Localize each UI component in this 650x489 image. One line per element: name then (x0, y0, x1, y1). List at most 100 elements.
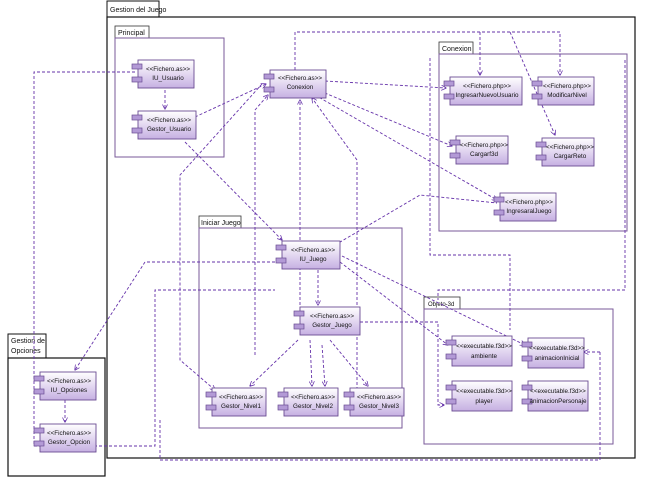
component-conexion[interactable]: <<Fichero.as>> Conexion (263, 69, 327, 99)
component-body (281, 240, 341, 270)
component-name: Conexion (287, 84, 314, 91)
component-tab (131, 114, 143, 121)
component-tab (205, 391, 217, 398)
dependency-line (321, 344, 325, 386)
component-tab (535, 154, 547, 161)
component-stereotype: <<executable.f3d>> (456, 388, 512, 395)
component-gestor-usuario[interactable]: <<Fichero.as>> Gestor_Usuario (131, 110, 197, 140)
component-body (537, 76, 595, 106)
component-tab (445, 384, 457, 391)
component-tab (277, 391, 289, 398)
component-name: animacionInicial (535, 355, 580, 362)
component-cargar-reto[interactable]: <<Fichero.php>> CargarReto (535, 137, 595, 167)
component-stereotype: <<Fichero.as>> (219, 394, 263, 401)
dependency-line (319, 90, 452, 146)
package-gestion-del-juego: Gestion del Juego (106, 0, 636, 459)
component-iu-usuario[interactable]: <<Fichero.as>> IU_Usuario (131, 59, 195, 89)
component-ambiente[interactable]: <<executable.f3d>> ambiente (445, 335, 513, 367)
dependency-line (250, 339, 299, 386)
component-ingresar-nuevo-usuario[interactable]: <<Fichero.php>> IngresarNuevoUsuario (443, 76, 523, 106)
component-cargar-f3d[interactable]: <<Fichero.php>> Cargarf3d (449, 135, 509, 165)
component-tab (445, 353, 457, 360)
package-label: Gestion de (11, 338, 45, 345)
component-body (299, 306, 361, 336)
component-name: IngresaralJuego (506, 208, 552, 215)
component-tab (343, 391, 355, 398)
component-body (137, 59, 195, 89)
dependency-line (339, 261, 448, 345)
component-tab (449, 152, 461, 159)
component-tab (443, 93, 455, 100)
component-gestor-nivel2[interactable]: <<Fichero.as>> Gestor_Nivel2 (277, 387, 339, 417)
package-label: Objeto-3d (428, 302, 454, 308)
dependency-line (314, 94, 497, 200)
dependency-line (194, 84, 266, 118)
component-tab (531, 93, 543, 100)
component-animacion-personaje[interactable]: <<executable.f3d>> animacionPersonaje (521, 380, 589, 412)
component-tab (493, 196, 505, 203)
component-body (527, 380, 589, 412)
dependency-line (254, 95, 268, 355)
component-ingresar-al-juego[interactable]: <<Fichero.php>> IngresaralJuego (493, 192, 557, 222)
dependency-line (294, 31, 560, 75)
component-body (499, 192, 557, 222)
package-label: Conexion (442, 46, 472, 53)
component-tab (275, 257, 287, 264)
component-gestor-nivel1[interactable]: <<Fichero.as>> Gestor_Nivel1 (205, 387, 267, 417)
component-gestor-juego[interactable]: <<Fichero.as>> Gestor_Juego (293, 306, 361, 336)
component-tab (131, 127, 143, 134)
component-gestor-opcion[interactable]: <<Fichero.as>> Gestor_Opcion (33, 423, 97, 453)
package-principal: Principal (114, 25, 225, 158)
component-body (451, 380, 513, 412)
component-name: IU_Usuario (152, 75, 184, 82)
component-tab (293, 323, 305, 330)
component-body (39, 423, 97, 453)
component-animacion-inicial[interactable]: <<executable.f3d>> animacionInicial (521, 337, 585, 369)
package-label: Gestion del Juego (110, 7, 167, 14)
component-name: Gestor_Nivel2 (293, 403, 333, 410)
dependency-line (179, 83, 263, 390)
component-name: Gestor_Opcion (48, 439, 91, 446)
component-name: Cargarf3d (470, 151, 498, 158)
component-stereotype: <<Fichero.php>> (505, 199, 553, 206)
component-tab (33, 375, 45, 382)
component-name: CargarReto (554, 153, 587, 160)
component-stereotype: <<Fichero.php>> (546, 144, 594, 151)
component-player[interactable]: <<executable.f3d>> player (445, 380, 513, 412)
component-tab (521, 398, 533, 405)
component-name: Gestor_Juego (312, 322, 352, 329)
component-tab (493, 209, 505, 216)
dependencies (33, 31, 626, 461)
component-iu-juego[interactable]: <<Fichero.as>> IU_Juego (275, 240, 341, 270)
component-tab (535, 141, 547, 148)
component-stereotype: <<Fichero.php>> (543, 83, 591, 90)
component-tab (343, 404, 355, 411)
component-body (39, 371, 97, 401)
component-stereotype: <<Fichero.as>> (147, 117, 191, 124)
component-stereotype: <<Fichero.as>> (146, 66, 190, 73)
component-body (449, 76, 523, 106)
component-name: IngresarNuevoUsuario (456, 92, 519, 99)
component-iu-opciones[interactable]: <<Fichero.as>> IU_Opciones (33, 371, 97, 401)
component-name: animacionPersonaje (529, 398, 587, 405)
component-tab (33, 427, 45, 434)
component-name: ModificarNivel (547, 92, 587, 99)
component-gestor-nivel3[interactable]: <<Fichero.as>> Gestor_Nivel3 (343, 387, 405, 417)
component-stereotype: <<executable.f3d>> (530, 388, 586, 395)
component-body (541, 137, 595, 167)
component-tab (275, 244, 287, 251)
component-tab (131, 63, 143, 70)
component-stereotype: <<Fichero.as>> (310, 313, 354, 320)
component-tab (521, 341, 533, 348)
component-body (283, 387, 339, 417)
component-stereotype: <<Fichero.as>> (357, 394, 401, 401)
component-name: player (475, 398, 492, 405)
dependency-line (310, 339, 312, 386)
package-iniciar-juego: Iniciar Juego (198, 215, 403, 429)
component-stereotype: <<executable.f3d>> (456, 343, 512, 350)
component-name: ambiente (471, 353, 497, 360)
component-stereotype: <<Fichero.as>> (47, 430, 91, 437)
dependency-line (324, 80, 446, 88)
component-modificar-nivel[interactable]: <<Fichero.php>> ModificarNivel (531, 76, 595, 106)
dependency-line (159, 352, 601, 461)
